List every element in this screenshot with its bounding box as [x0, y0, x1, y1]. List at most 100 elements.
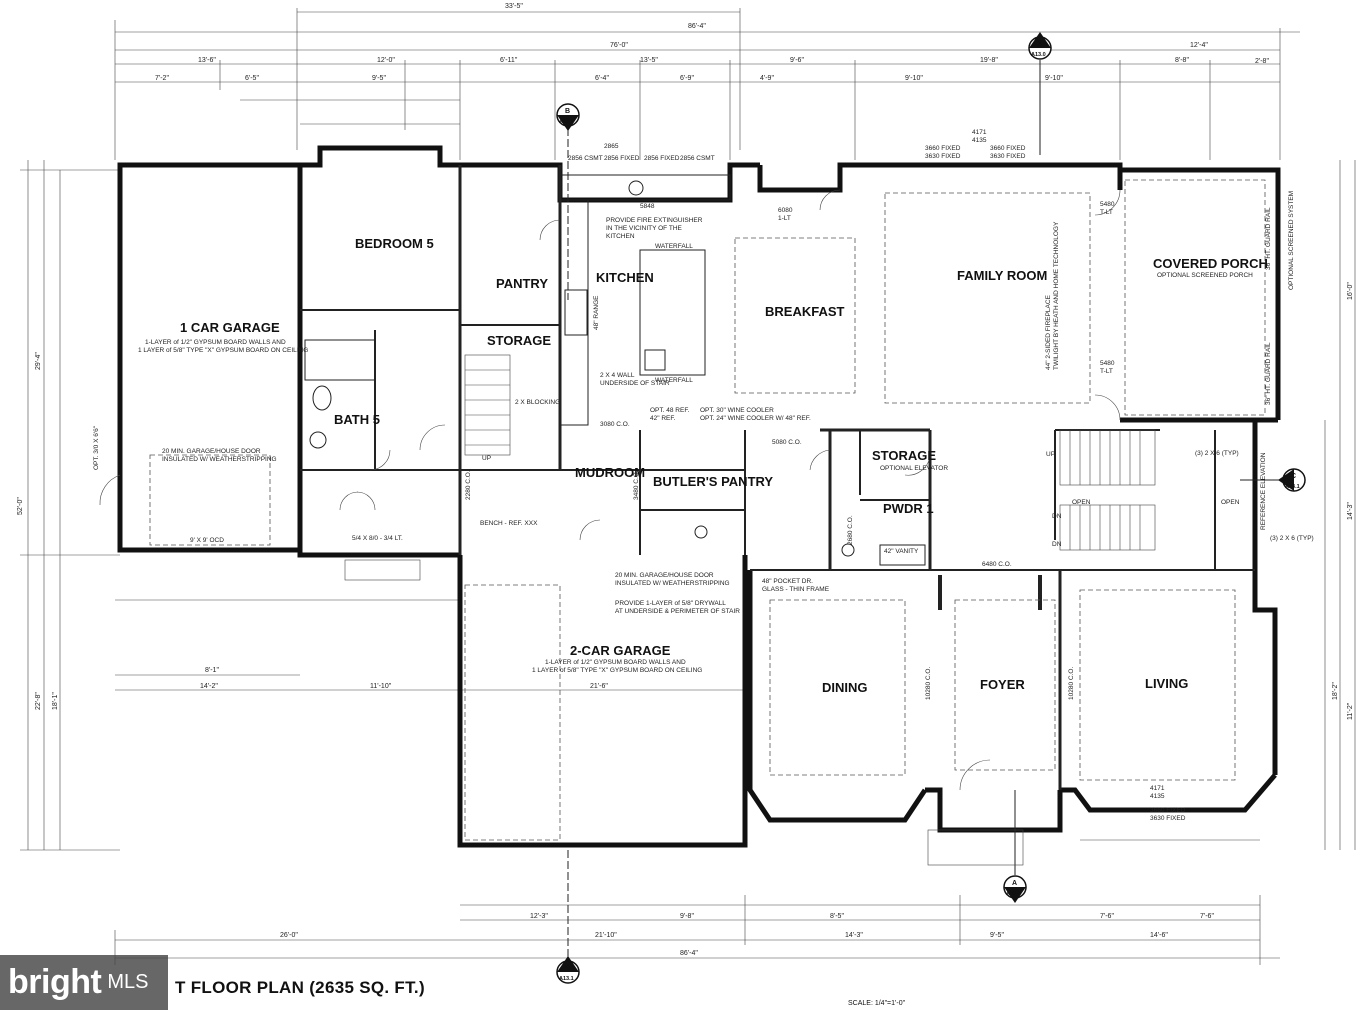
dim-r3e: 6'-9" — [680, 75, 694, 82]
room-family-room: FAMILY ROOM — [957, 268, 1047, 283]
section-a-bottom-sheet: A13.0 — [1006, 891, 1021, 897]
section-a-top-letter: A — [1037, 41, 1042, 48]
window-p1b: T-LT — [1100, 209, 1113, 216]
room-1-car-garage: 1 CAR GARAGE — [180, 320, 280, 335]
room-2-car-garage: 2-CAR GARAGE — [570, 643, 671, 658]
window-k3: 2856 FIXED — [644, 155, 680, 162]
dashed-ceiling-lines — [149, 179, 1266, 841]
garage-dimension-strings — [115, 599, 745, 691]
dim-b8: 9'-8" — [680, 913, 694, 920]
dim-top-4: 12'-4" — [1190, 42, 1208, 49]
opening-3080: 3080 C.O. — [600, 421, 630, 428]
dim-m4: 8'-1" — [205, 667, 219, 674]
note-pocket-door-1: 48" POCKET DR. — [762, 578, 813, 585]
dim-r3d: 6'-4" — [595, 75, 609, 82]
room-foyer: FOYER — [980, 677, 1025, 692]
window-l-top1: 4171 — [1150, 785, 1165, 792]
note-guard-rail-2: 36" HT. GUARD RAIL — [1265, 342, 1272, 405]
exterior-walls — [117, 145, 1281, 848]
dim-top-3: 76'-0" — [610, 42, 628, 49]
note-garage-door-1: 20 MIN. GARAGE/HOUSE DOOR — [162, 448, 261, 455]
room-powder-1: PWDR 1 — [883, 501, 934, 516]
dim-r2b: 12'-0" — [377, 57, 395, 64]
door-6080b: 1-LT — [778, 215, 791, 222]
room-kitchen: KITCHEN — [596, 270, 654, 285]
note-underside-stair: UNDERSIDE OF STAIR — [600, 380, 670, 387]
dim-right-3: 18'-2" — [1332, 682, 1339, 700]
window-sink: 5848 — [640, 203, 655, 210]
dim-b1: 26'-0" — [280, 932, 298, 939]
room-butlers-pantry: BUTLER'S PANTRY — [653, 474, 773, 489]
note-guard-rail-1: 36" HT. GUARD RAIL — [1265, 207, 1272, 270]
note-reference-elevation: REFERENCE ELEVATION — [1260, 452, 1267, 530]
dim-r3b: 6'-5" — [245, 75, 259, 82]
window-k-top: 2865 — [604, 143, 619, 150]
plan-title: T FLOOR PLAN (2635 SQ. FT.) — [175, 978, 425, 997]
dim-left-2: 52'-0" — [17, 497, 24, 515]
dim-b10: 7'-6" — [1100, 913, 1114, 920]
stairs — [464, 354, 1156, 551]
note-open-1: OPEN — [1072, 499, 1091, 506]
dim-r3c: 9'-5" — [372, 75, 386, 82]
window-l2: 3630 FIXED — [1150, 815, 1186, 822]
dim-r3a: 7'-2" — [155, 75, 169, 82]
note-garage-door-4: INSULATED W/ WEATHERSTRIPPING — [615, 580, 730, 587]
opening-6480: 6480 C.O. — [982, 561, 1012, 568]
door-6080: 6080 — [778, 207, 793, 214]
dim-m3: 21'-6" — [590, 683, 608, 690]
bright-mls-watermark: bright MLS — [0, 955, 168, 1010]
dim-r3f: 4'-9" — [760, 75, 774, 82]
room-mudroom: MUDROOM — [575, 465, 645, 480]
note-ref-opt: OPT. 48 REF. — [650, 407, 690, 414]
note-joist-1: (3) 2 X 6 (TYP) — [1195, 450, 1239, 457]
stair-dn-1: DN — [1052, 541, 1062, 548]
dim-b9: 8'-5" — [830, 913, 844, 920]
dim-r3h: 9'-10" — [1045, 75, 1063, 82]
section-marker-c — [1240, 468, 1306, 492]
note-joist-2: (3) 2 X 6 (TYP) — [1270, 535, 1314, 542]
window-f-top1: 4171 — [972, 129, 987, 136]
window-f-top2: 4135 — [972, 137, 987, 144]
window-p2b: T-LT — [1100, 368, 1113, 375]
dim-right-4: 11'-2" — [1347, 702, 1354, 720]
note-fireplace-2: TWILIGHT BY HEATH AND HOME TECHNOLOGY — [1053, 221, 1060, 370]
dim-b6: 14'-6" — [1150, 932, 1168, 939]
note-fireplace-1: 44" 2-SIDED FIREPLACE — [1045, 294, 1052, 370]
dim-m2: 11'-10" — [370, 683, 392, 690]
garage1-note-2: 1 LAYER of 5/8" TYPE "X" GYPSUM BOARD ON… — [138, 347, 308, 354]
dim-b3: 86'-4" — [680, 950, 698, 957]
opening-10280-a: 10280 C.O. — [925, 667, 932, 700]
note-bench: BENCH - REF. XXX — [480, 520, 538, 527]
dim-b5: 9'-5" — [990, 932, 1004, 939]
dim-r2e: 9'-6" — [790, 57, 804, 64]
room-covered-porch: COVERED PORCH — [1153, 256, 1268, 271]
dim-right-2: 14'-3" — [1347, 502, 1354, 520]
window-p1: 5480 — [1100, 201, 1115, 208]
dim-top-1: 33'-5" — [505, 3, 523, 10]
window-f3: 3660 FIXED — [990, 145, 1026, 152]
note-waterfall-2: WATERFALL — [655, 377, 693, 384]
room-storage: STORAGE — [487, 333, 551, 348]
room-bedroom-5: BEDROOM 5 — [355, 236, 434, 251]
window-k2: 2856 FIXED — [604, 155, 640, 162]
note-2x4-wall: 2 X 4 WALL — [600, 372, 635, 379]
kitchen-cabinetry — [559, 174, 731, 426]
note-pocket-door-2: GLASS - THIN FRAME — [762, 586, 830, 593]
door-swings — [99, 189, 1121, 791]
window-f2: 3630 FIXED — [925, 153, 961, 160]
window-f4: 3630 FIXED — [990, 153, 1026, 160]
opening-3480: 3480 C.O. — [633, 470, 640, 500]
stair-dn-2: DN — [1052, 513, 1062, 520]
dim-left-3: 22'-8" — [35, 692, 42, 710]
scale-note: SCALE: 1/4"=1'-0" — [848, 1000, 906, 1007]
note-opt-door: OPT. 3/0 X 6'6" — [93, 425, 100, 470]
room-breakfast: BREAKFAST — [765, 304, 845, 319]
stair-up-2: UP — [1046, 451, 1055, 458]
opening-5080: 5080 C.O. — [772, 439, 802, 446]
dim-r3i: 2'-8" — [1255, 58, 1269, 65]
dim-r2a: 13'-6" — [198, 57, 216, 64]
window-l1: 3660 FIXED — [1150, 807, 1186, 814]
room-pantry: PANTRY — [496, 276, 548, 291]
note-extinguisher-3: KITCHEN — [606, 233, 635, 240]
section-c-sheet: A13.1 — [1285, 484, 1300, 490]
